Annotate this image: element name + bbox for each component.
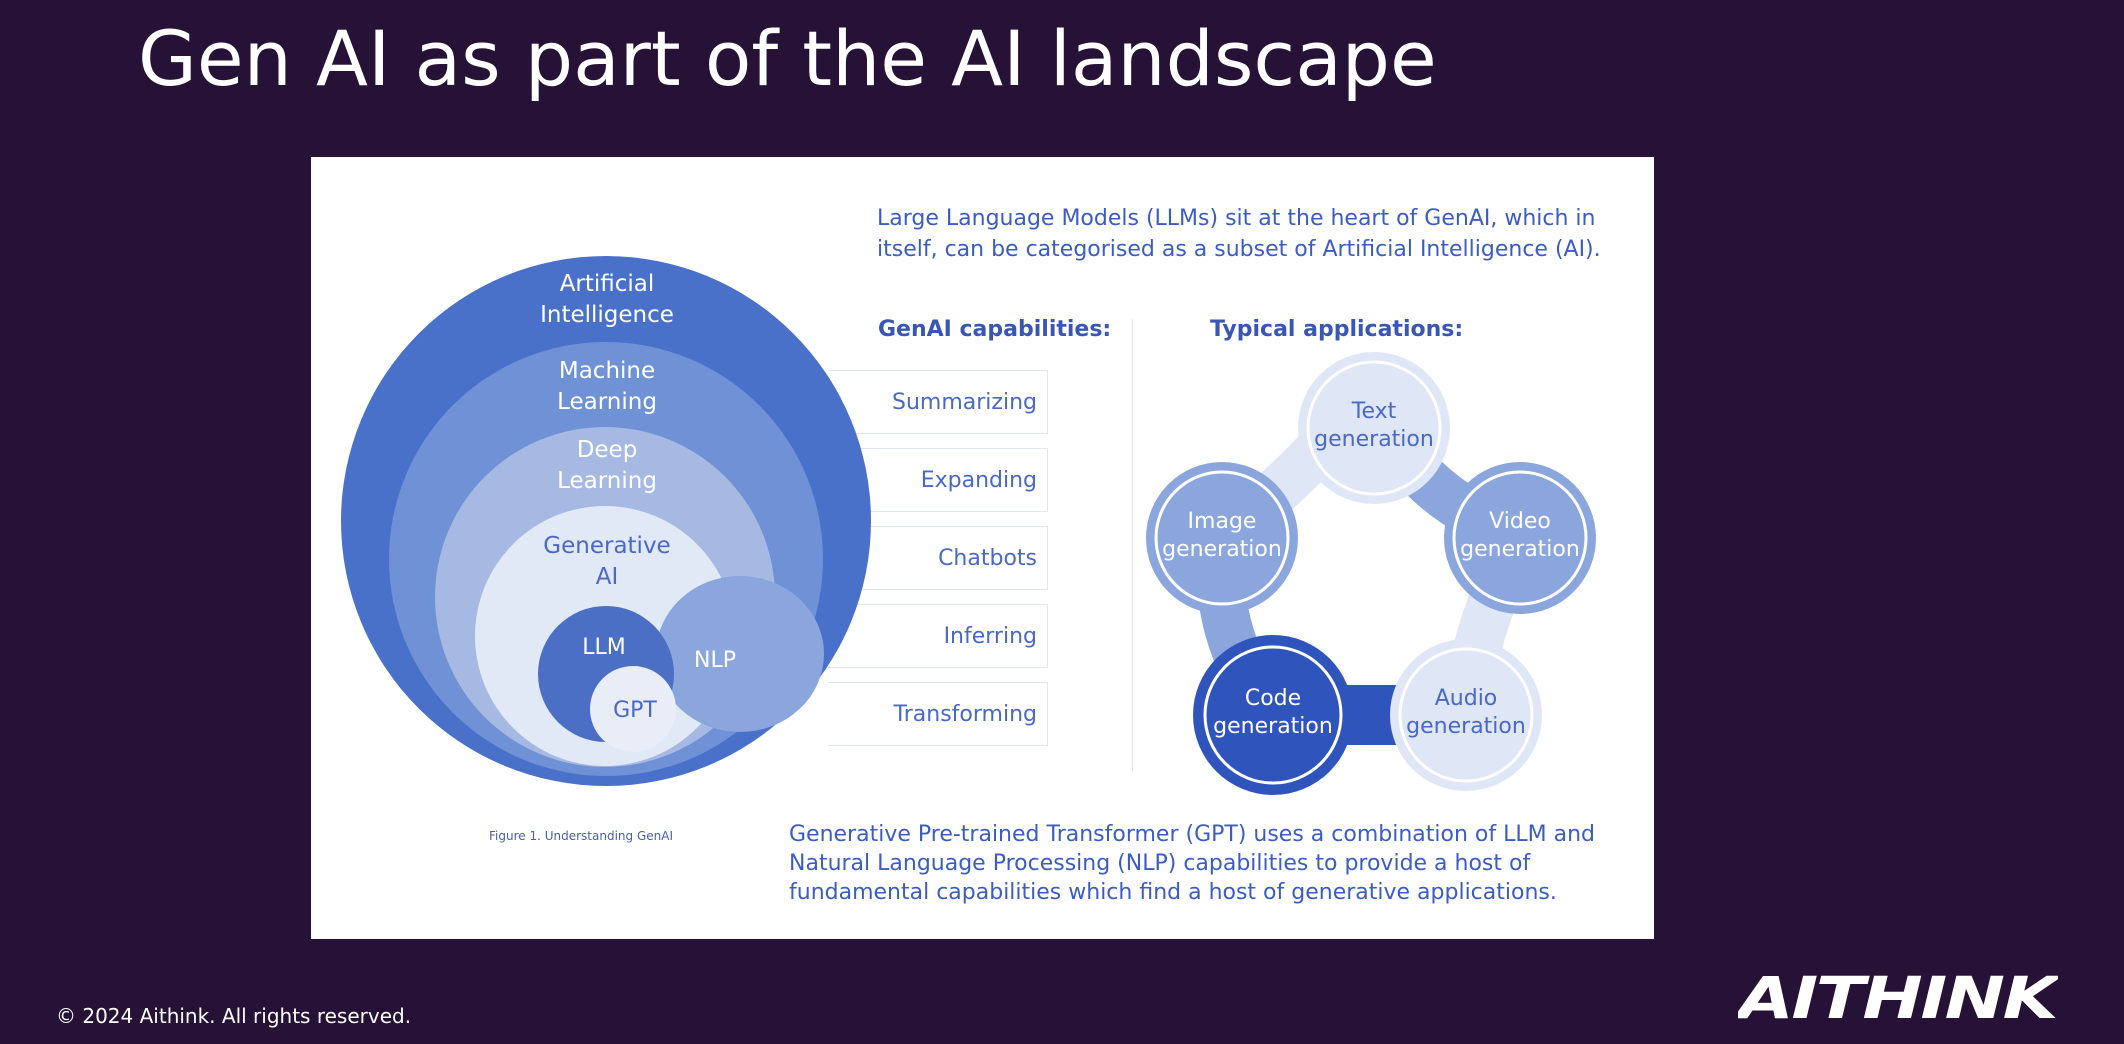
app-code-line2: generation [1213, 714, 1333, 739]
app-node-image: Image generation [1146, 462, 1298, 614]
app-video-line1: Video [1489, 509, 1551, 534]
intro-text: Large Language Models (LLMs) sit at the … [877, 206, 1601, 262]
applications-heading: Typical applications: [1210, 317, 1464, 342]
outro-text: Generative Pre-trained Transformer (GPT)… [789, 822, 1595, 905]
gpt-circle [590, 666, 676, 752]
capability-label: Transforming [893, 702, 1037, 727]
app-code-line1: Code [1245, 686, 1301, 711]
aithink-logo: AITHINK [1738, 970, 2058, 1022]
column-divider [1132, 319, 1133, 771]
ai-label-line2: Intelligence [540, 302, 674, 328]
ai-label-line1: Artificial [560, 271, 655, 297]
app-video-line2: generation [1460, 537, 1580, 562]
figure-caption: Figure 1. Understanding GenAI [489, 829, 673, 843]
capabilities-heading: GenAI capabilities: [878, 317, 1112, 342]
ml-label-line1: Machine [559, 358, 655, 384]
capability-label: Expanding [920, 468, 1037, 493]
llm-label: LLM [582, 635, 626, 660]
nlp-label: NLP [694, 648, 736, 673]
dl-label-line2: Learning [557, 468, 657, 494]
app-audio-line2: generation [1406, 714, 1526, 739]
app-image-line2: generation [1162, 537, 1282, 562]
capability-label: Chatbots [938, 546, 1037, 571]
app-node-code: Code generation [1193, 635, 1353, 795]
capability-box-transforming: Transforming [828, 682, 1048, 746]
slide-title: Gen AI as part of the AI landscape [138, 14, 1437, 103]
app-text-line2: generation [1314, 427, 1434, 452]
genai-label-line1: Generative [543, 533, 670, 559]
ai-landscape-diagram: Artificial Intelligence Machine Learning… [341, 256, 1596, 795]
copyright-text: © 2024 Aithink. All rights reserved. [56, 1004, 412, 1028]
nlp-circle [656, 576, 824, 732]
dl-label-line1: Deep [577, 437, 638, 463]
app-node-video: Video generation [1444, 462, 1596, 614]
capability-label: Inferring [943, 624, 1037, 649]
app-node-audio: Audio generation [1390, 639, 1542, 791]
gpt-label: GPT [613, 698, 657, 723]
figure-panel: Large Language Models (LLMs) sit at the … [311, 157, 1654, 939]
app-image-line1: Image [1188, 509, 1257, 534]
app-text-line1: Text [1351, 399, 1397, 424]
capability-box-inferring: Inferring [828, 604, 1048, 668]
app-node-text: Text generation [1298, 352, 1450, 504]
capability-label: Summarizing [892, 390, 1037, 415]
ml-label-line2: Learning [557, 389, 657, 415]
logo-wordmark: AITHINK [1738, 970, 2058, 1022]
app-audio-line1: Audio [1435, 686, 1498, 711]
capability-box-summarizing: Summarizing [828, 370, 1048, 434]
genai-label-line2: AI [596, 564, 619, 590]
